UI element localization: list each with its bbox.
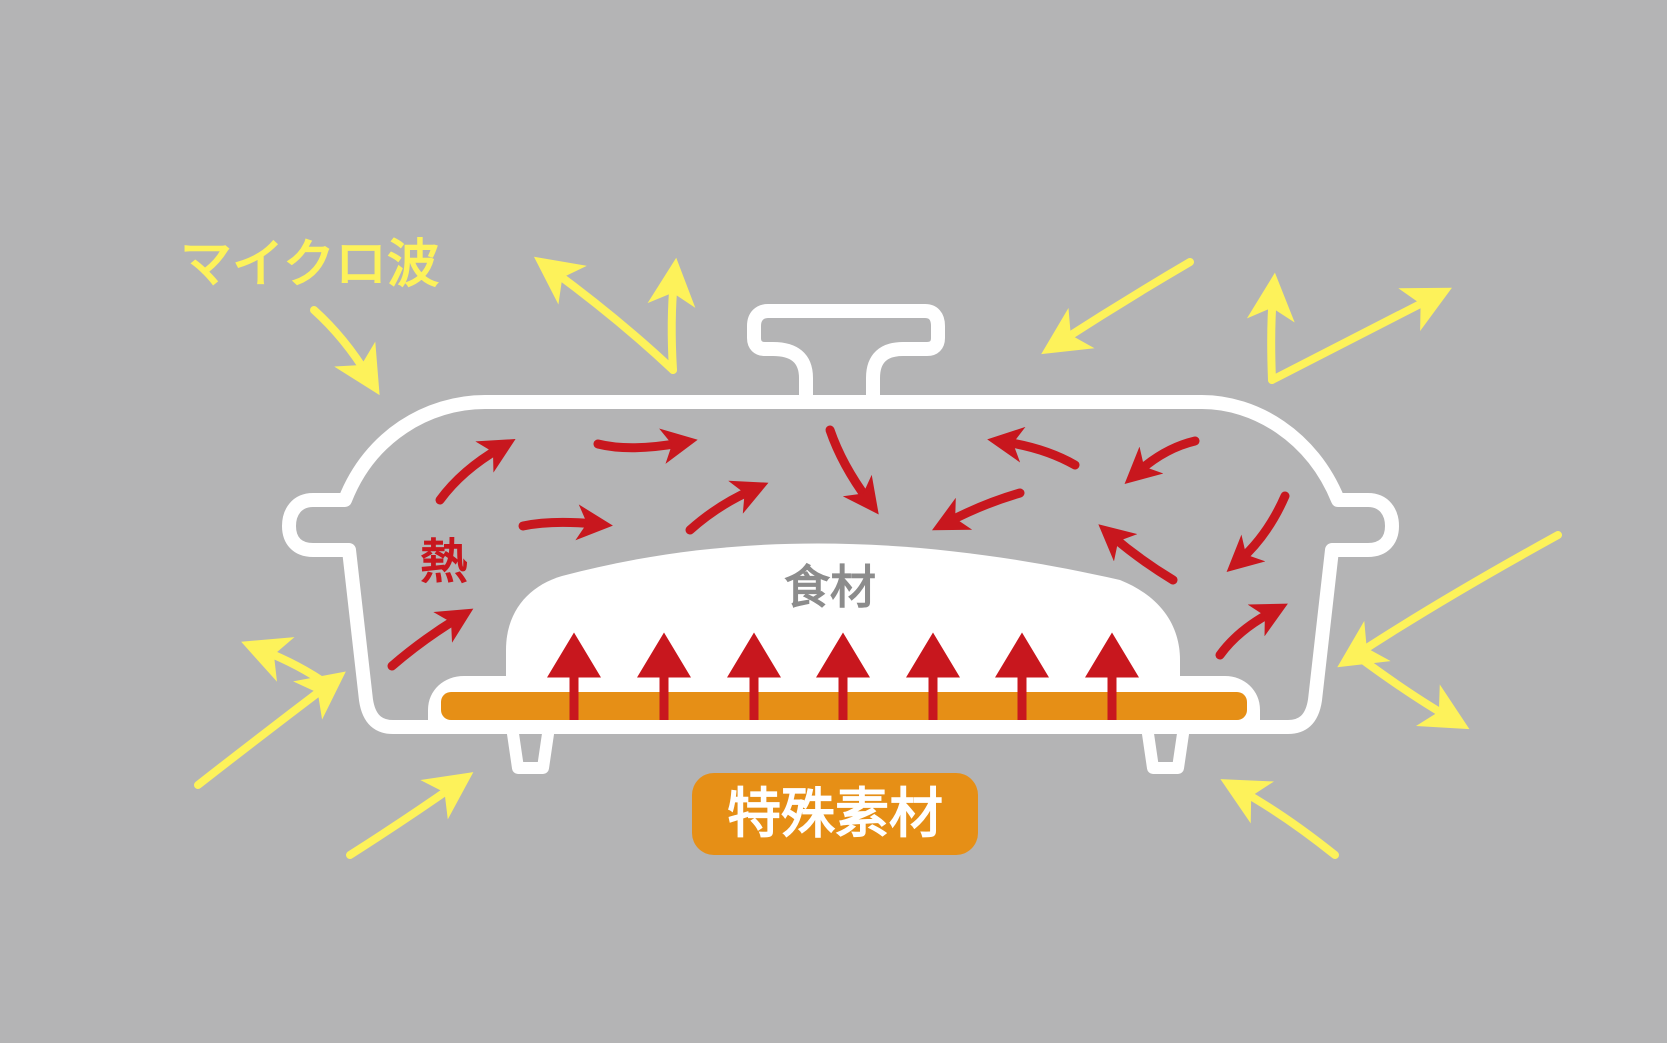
heat-arrow [1215,603,1288,660]
heat-arrow [1226,491,1290,572]
pot-foot-right [1141,726,1190,774]
microwave-arrows [194,256,1562,859]
lid-handle [747,304,945,409]
special-material-label: 特殊素材 [727,782,943,845]
microwave-arrow [533,256,677,374]
microwave-arrow [310,306,380,396]
special-material-badge [692,773,978,855]
heat-arrow [387,608,474,671]
pot-foot-left [506,726,555,774]
microwave-arrow [1352,651,1470,730]
microwave-arrow [346,772,474,859]
heat-arrows-rising [547,632,1139,720]
food-label: 食材 [784,560,876,614]
heat-arrow [931,488,1025,531]
microwave-arrow [194,671,346,789]
heat-label: 熱 [420,534,468,590]
heat-arrow [593,428,698,464]
heat-arrow [435,438,516,505]
microwave-arrow [241,637,332,689]
heat-arrow [987,426,1080,470]
heat-arrows-inner [387,425,1290,671]
heat-arrow [825,425,879,515]
heat-arrow [1124,436,1200,484]
microwave-arrow [1041,258,1194,355]
microwave-arrow [1220,779,1339,859]
heat-arrow [685,480,769,535]
microwave-arrow [647,257,696,374]
microwave-arrow [1268,287,1452,384]
microwave-arrow [1246,272,1295,384]
heat-arrow [518,504,613,541]
microwave-arrow [1337,531,1562,668]
heat-arrow [1098,524,1178,585]
microwave-label: マイクロ波 [180,235,439,295]
pot-body-outline [282,395,1399,734]
